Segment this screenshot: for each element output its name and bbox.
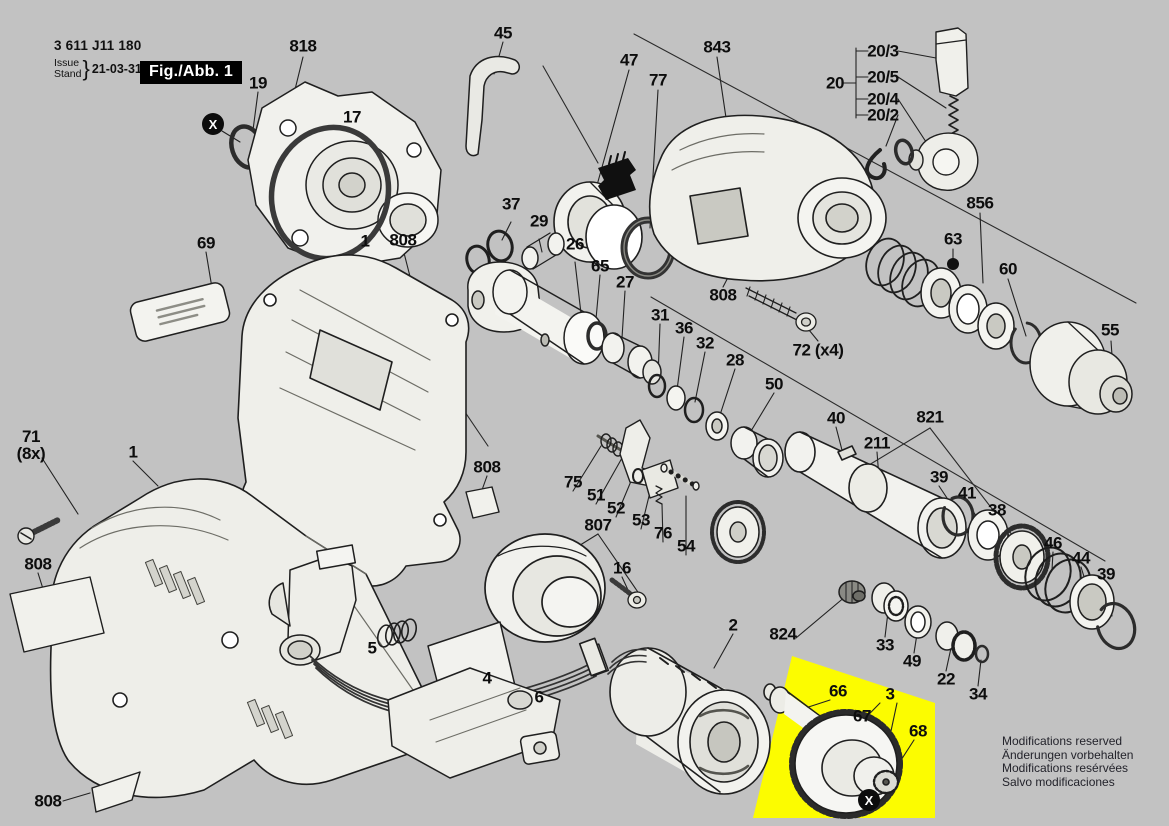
housing-shell-top-drawing (237, 254, 470, 587)
gear-ring-series-drawing (941, 495, 1137, 651)
brush-set-20-drawing (864, 27, 979, 191)
sleeve-47-77-drawing (553, 181, 676, 280)
hammer-tube-drawing (784, 431, 967, 559)
slider-plate-drawing (129, 282, 231, 342)
armature-row-drawing (710, 500, 990, 664)
issue-date: 21-03-31 (91, 62, 142, 76)
button-6-drawing (519, 731, 561, 765)
issue-stand-row: Issue Stand } 21-03-31 (54, 56, 142, 82)
notice-line: Änderungen vorbehalten (1002, 747, 1134, 762)
gearbox-cover-drawing (229, 81, 442, 269)
grease-icon (598, 151, 636, 200)
brace-glyph: } (82, 56, 90, 81)
screw-16-drawing (609, 577, 647, 609)
stator-drawing (578, 637, 771, 795)
issue-label: Issue (54, 57, 80, 69)
notice-line: Modifications resérvées (1002, 761, 1129, 775)
spindle-series-drawing (492, 269, 784, 478)
series-856-drawing (865, 237, 1133, 415)
module-4-drawing (387, 621, 561, 779)
spring-5-drawing (376, 618, 418, 648)
sticker-drawings (9, 486, 500, 813)
modifications-notice: Modifications reserved Änderungen vorbeh… (1002, 734, 1134, 789)
notice-line: Salvo modificaciones (1002, 774, 1115, 789)
title-block: 3 611 J11 180 Issue Stand } 21-03-31 (54, 38, 142, 82)
grease-cap-drawing (484, 533, 606, 643)
screw-71-drawing (17, 517, 61, 545)
stand-label: Stand (54, 68, 82, 80)
clip-45-drawing (465, 55, 520, 157)
screw-72-drawing (745, 286, 817, 332)
motor-housing-843-drawing (648, 114, 887, 282)
document-number: 3 611 J11 180 (54, 38, 142, 53)
notice-line: Modifications reserved (1002, 734, 1123, 748)
figure-label-box: Fig./Abb. 1 (140, 61, 242, 84)
lever-parts-drawing (596, 419, 700, 505)
issue-stand-labels: Issue Stand (54, 58, 81, 80)
switch-assembly-drawing (268, 544, 610, 719)
